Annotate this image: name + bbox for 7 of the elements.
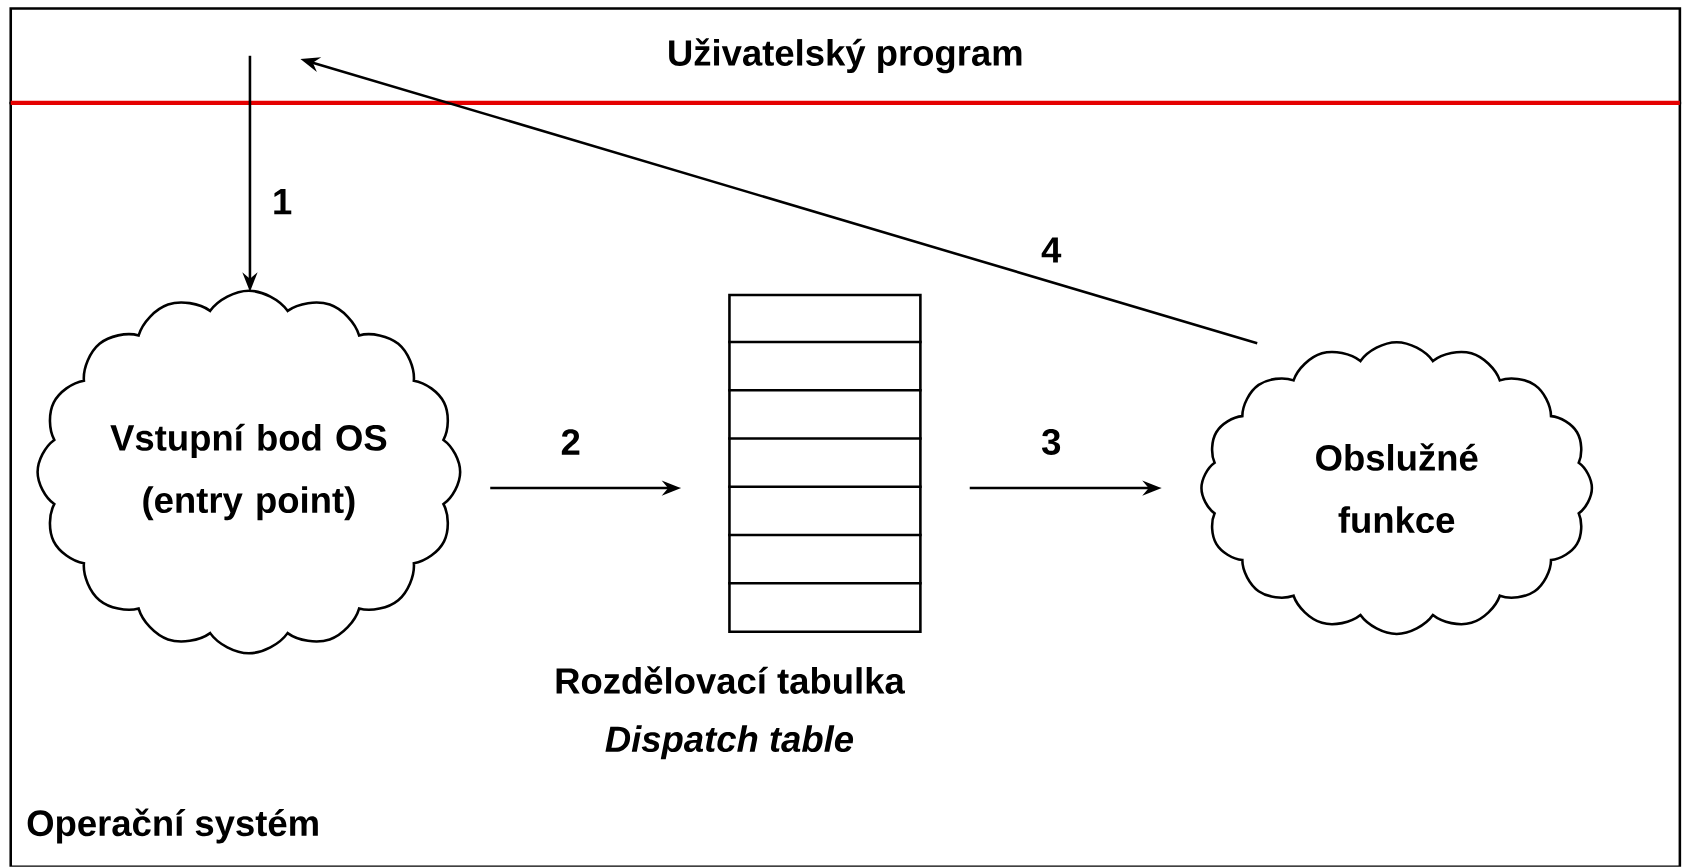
- step-number: 4: [1038, 235, 1064, 265]
- table-caption: Rozdělovací tabulka: [556, 666, 905, 694]
- table-caption: Dispatch table: [605, 725, 854, 760]
- program-band: Uživatelský program: [9, 7, 1682, 105]
- step-number: 2: [558, 427, 583, 457]
- step-number: 1: [269, 187, 295, 217]
- table-drawing: [728, 293, 922, 634]
